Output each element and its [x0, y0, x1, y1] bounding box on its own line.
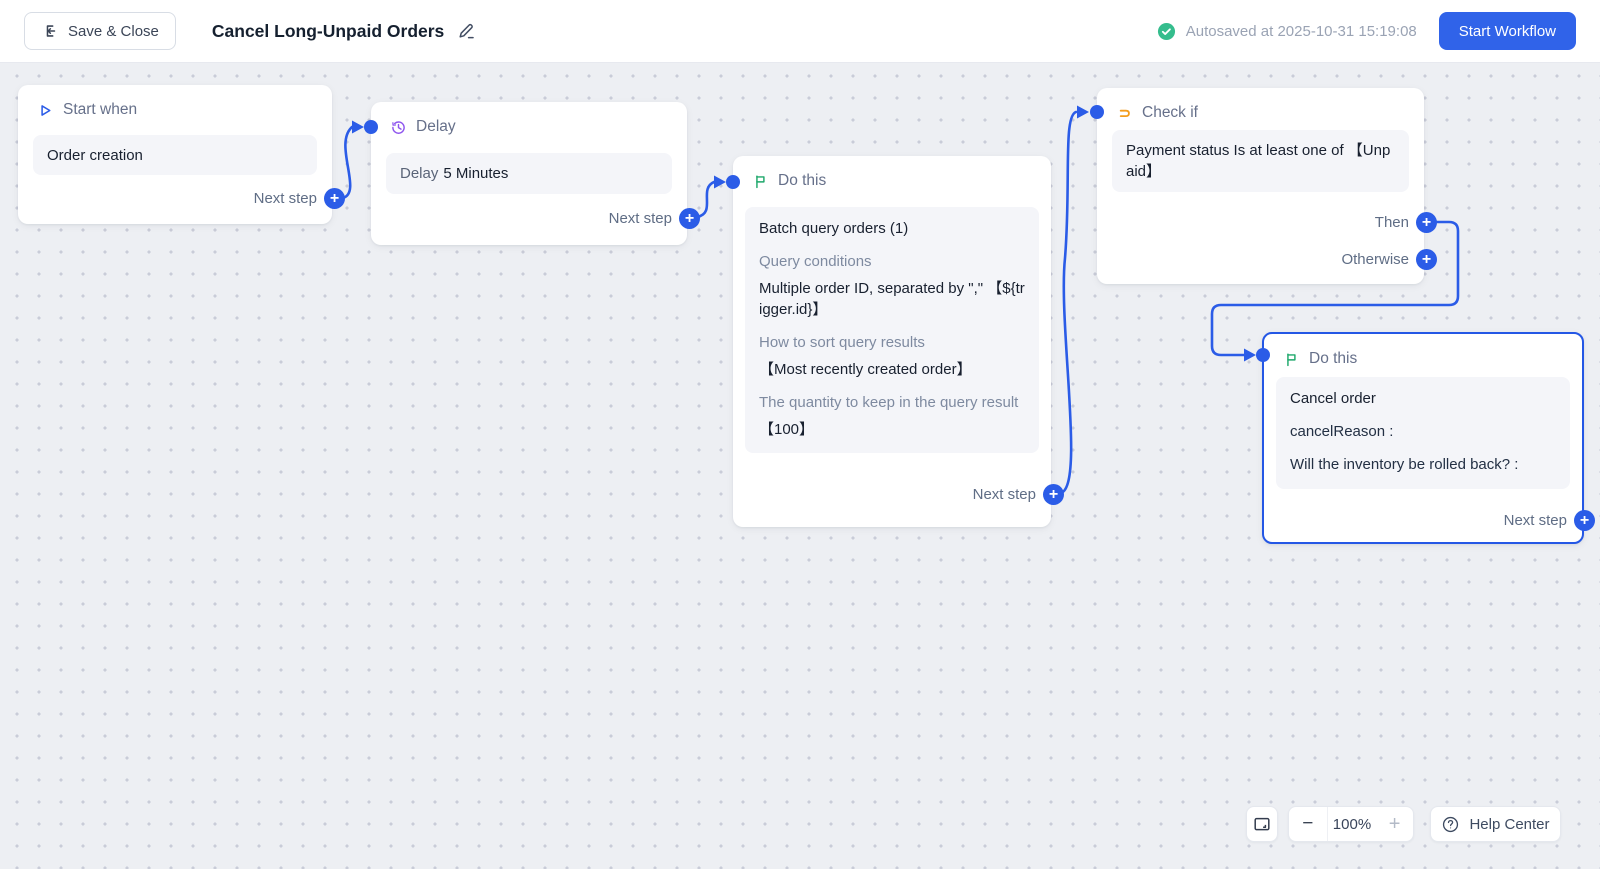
topbar-right: Autosaved at 2025-10-31 15:19:08 Start W… — [1157, 12, 1576, 50]
cancel-reason-line: cancelReason : — [1290, 423, 1394, 440]
field-label: How to sort query results — [759, 334, 925, 351]
field-value: Multiple order ID, separated by "," 【${t… — [759, 280, 1025, 318]
node-delay-label: Delay — [416, 118, 456, 135]
cancel-order-config-box[interactable]: Cancel order cancelReason : Will the inv… — [1276, 377, 1570, 489]
save-close-label: Save & Close — [68, 22, 159, 40]
fit-view-button[interactable] — [1246, 806, 1278, 842]
trigger-name: Order creation — [47, 146, 143, 164]
help-center-label: Help Center — [1469, 815, 1550, 833]
node-cancel-header: Do this — [1283, 350, 1357, 368]
batch-query-config-box[interactable]: Batch query orders (1) Query conditions … — [745, 207, 1039, 453]
next-step-label: Next step — [253, 190, 317, 207]
action-title: Cancel order — [1290, 390, 1376, 407]
node-start-when[interactable]: Start when Order creation Next step + — [18, 85, 345, 224]
check-if-condition-box[interactable]: Payment status Is at least one of 【Unpai… — [1112, 130, 1409, 192]
node-start-when-label: Start when — [63, 101, 138, 118]
start-when-footer: Next step + — [254, 188, 345, 209]
then-row: Then + — [1375, 212, 1437, 233]
node-cancel-label: Do this — [1309, 350, 1358, 367]
help-center-button[interactable]: Help Center — [1430, 806, 1561, 842]
plus-circle-icon[interactable]: + — [1416, 212, 1437, 233]
batch-footer: Next step + — [973, 484, 1064, 505]
flag-icon — [1283, 351, 1300, 368]
plus-circle-icon[interactable]: + — [1574, 510, 1595, 531]
condition-text: Payment status Is at least one of 【Unpai… — [1126, 142, 1391, 180]
workflow-title-row: Cancel Long-Unpaid Orders — [212, 21, 476, 42]
autosave-status: Autosaved at 2025-10-31 15:19:08 — [1157, 22, 1417, 41]
zoom-in-button[interactable]: + — [1388, 812, 1401, 835]
start-when-trigger-box[interactable]: Order creation — [33, 135, 317, 175]
play-triangle-icon — [37, 102, 54, 119]
question-circle-icon — [1441, 815, 1460, 834]
zoom-level: 100% — [1326, 807, 1377, 841]
plus-circle-icon[interactable]: + — [679, 208, 700, 229]
zoom-controls: − 100% + — [1288, 806, 1414, 842]
next-step-label: Next step — [972, 486, 1036, 503]
node-batch-label: Do this — [778, 172, 827, 189]
plus-circle-icon[interactable]: + — [324, 188, 345, 209]
then-label: Then — [1374, 214, 1409, 231]
field-label: Query conditions — [759, 253, 872, 270]
field-value: 【Most recently created order】 — [759, 361, 972, 378]
edit-title-icon[interactable] — [456, 21, 476, 41]
node-delay[interactable]: Delay Delay 5 Minutes Next step + — [371, 102, 700, 245]
field-value: 【100】 — [759, 421, 815, 438]
node-check-if[interactable]: Check if Payment status Is at least one … — [1097, 88, 1437, 284]
autosave-text: Autosaved at 2025-10-31 15:19:08 — [1185, 22, 1417, 40]
clock-history-icon — [390, 119, 407, 136]
branch-s-icon — [1116, 105, 1133, 122]
plus-circle-icon[interactable]: + — [1416, 249, 1437, 270]
node-do-this-batch-query[interactable]: Do this Batch query orders (1) Query con… — [733, 156, 1064, 527]
node-batch-header: Do this — [752, 172, 826, 190]
node-start-when-header: Start when — [37, 101, 137, 119]
action-title: Batch query orders (1) — [759, 220, 909, 237]
delay-footer: Next step + — [609, 208, 700, 229]
next-step-label: Next step — [1503, 512, 1567, 529]
otherwise-row: Otherwise + — [1341, 249, 1437, 270]
delay-field-value: 5 Minutes — [443, 165, 509, 182]
frame-corner-icon — [1252, 814, 1272, 834]
node-do-this-cancel-order[interactable]: Do this Cancel order cancelReason : Will… — [1262, 332, 1595, 544]
check-circle-icon — [1157, 22, 1176, 41]
otherwise-label: Otherwise — [1341, 251, 1409, 268]
next-step-label: Next step — [608, 210, 672, 227]
save-close-button[interactable]: Save & Close — [24, 12, 176, 50]
topbar: Save & Close Cancel Long-Unpaid Orders — [0, 0, 1600, 63]
exit-left-icon — [41, 22, 59, 40]
node-delay-header: Delay — [390, 118, 456, 136]
zoom-out-button[interactable]: − — [1302, 813, 1314, 834]
delay-config-box[interactable]: Delay 5 Minutes — [386, 153, 672, 194]
workflow-canvas[interactable]: Start when Order creation Next step + — [0, 63, 1600, 869]
flag-icon — [752, 173, 769, 190]
delay-field-label: Delay — [400, 165, 439, 182]
node-check-header: Check if — [1116, 104, 1198, 122]
field-label: The quantity to keep in the query result — [759, 394, 1019, 411]
node-check-label: Check if — [1142, 104, 1198, 121]
inventory-rollback-line: Will the inventory be rolled back? : — [1290, 456, 1519, 473]
start-workflow-button[interactable]: Start Workflow — [1438, 12, 1576, 50]
plus-circle-icon[interactable]: + — [1043, 484, 1064, 505]
workflow-title: Cancel Long-Unpaid Orders — [211, 20, 445, 41]
cancel-footer: Next step + — [1504, 510, 1595, 531]
